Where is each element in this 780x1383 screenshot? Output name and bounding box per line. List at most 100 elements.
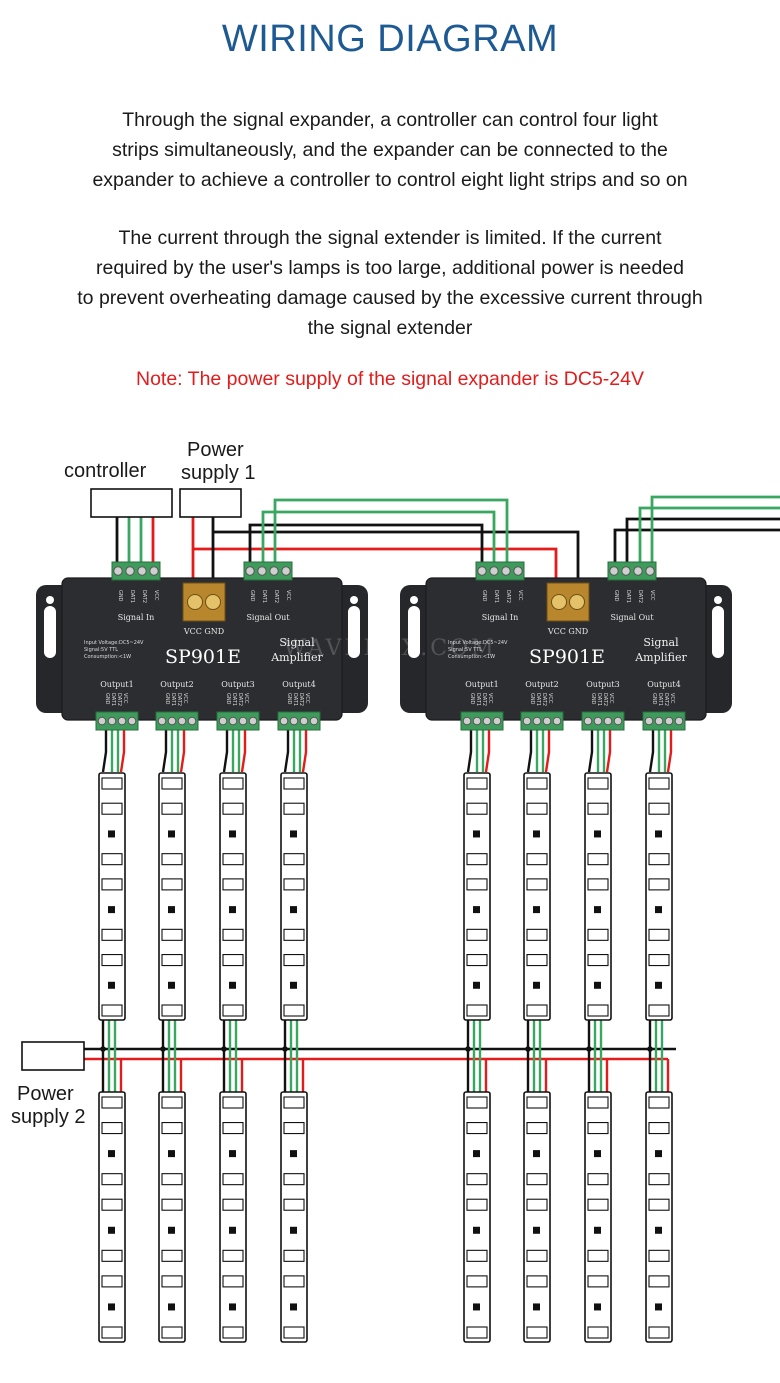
strip-led (587, 1004, 609, 1017)
output-gnd-lead (648, 728, 655, 773)
terminal-screw (645, 566, 655, 576)
strip-led (587, 878, 609, 891)
strip-chip (290, 981, 297, 989)
strip-chip (473, 1303, 480, 1311)
terminal-block (243, 561, 293, 581)
strip-chip (290, 906, 297, 914)
strip-led (526, 1275, 548, 1288)
strip-led (466, 802, 488, 815)
terminal-block (216, 711, 260, 731)
strip-chip (290, 830, 297, 838)
terminal-block (607, 561, 657, 581)
strip-led (587, 1173, 609, 1186)
signal-out-terminal (243, 561, 293, 581)
strip-led (161, 1198, 183, 1211)
current-paragraph: The current through the signal extender … (20, 223, 760, 343)
link-data-wire (273, 498, 509, 565)
terminal-screw (542, 716, 552, 726)
pin-label: DAT1 (170, 693, 176, 706)
strip-chip (473, 830, 480, 838)
power-supply-2-label: Power (17, 1083, 74, 1105)
strip-chip (533, 830, 540, 838)
terminal-screw (279, 716, 289, 726)
terminal-screw (583, 716, 593, 726)
pin-label: DAT2 (541, 693, 547, 706)
strip-led (283, 954, 305, 967)
strip-chip (290, 1226, 297, 1234)
strip-led (161, 878, 183, 891)
strip-chip (229, 1303, 236, 1311)
terminal-screw (593, 716, 603, 726)
device-body (61, 577, 343, 721)
output-gnd-lead (161, 728, 168, 773)
pin-label: GND (225, 693, 231, 705)
pin-label: VCC (487, 693, 493, 704)
strip-led (222, 1249, 244, 1262)
strip-led (587, 1326, 609, 1339)
output-label: Output1 (100, 680, 134, 689)
strip-led (526, 1122, 548, 1135)
terminal-screw (501, 566, 511, 576)
strip-chip (533, 1150, 540, 1158)
intro-line: strips simultaneously, and the expander … (112, 139, 668, 161)
pin-label: DAT1 (261, 590, 267, 603)
terminal-block (520, 711, 564, 731)
model-label: SP901E (165, 646, 241, 668)
strip-led (648, 802, 670, 815)
strip-led (466, 1096, 488, 1109)
strip-led (526, 1096, 548, 1109)
output-vcc-lead (666, 728, 673, 773)
output-terminal (95, 711, 139, 731)
terminal-screw (107, 716, 117, 726)
strip-led (526, 853, 548, 866)
terminal-screw (238, 716, 248, 726)
strip-led (526, 777, 548, 790)
output-label: Output4 (282, 680, 316, 689)
strip-led (222, 1096, 244, 1109)
terminal-screw (513, 566, 523, 576)
intro-line: expander to achieve a controller to cont… (92, 169, 688, 191)
terminal-screw (522, 716, 532, 726)
strip-chip (533, 906, 540, 914)
strip-led (222, 777, 244, 790)
terminal-screw (462, 716, 472, 726)
led-strip (98, 772, 126, 1343)
controller-box (90, 488, 173, 518)
mount-slot (408, 606, 420, 658)
terminal-screw (309, 716, 319, 726)
strip-led (222, 928, 244, 941)
pin-label: GND (286, 693, 292, 705)
strip-led (222, 802, 244, 815)
strip-chip (168, 906, 175, 914)
vcc-gnd-label: VCC GND (183, 627, 224, 636)
strip-led (101, 1249, 123, 1262)
output-terminal (155, 711, 199, 731)
strip-chip (473, 981, 480, 989)
terminal-screw (97, 716, 107, 726)
strip-led (101, 1326, 123, 1339)
pin-label: DAT2 (176, 693, 182, 706)
strip-chip (168, 830, 175, 838)
bus-junction (465, 1046, 471, 1052)
pin-label: DAT2 (116, 693, 122, 706)
strip-chip (473, 1150, 480, 1158)
strip-led (648, 1173, 670, 1186)
terminal-screw (177, 716, 187, 726)
output-gnd-lead (101, 728, 108, 773)
strip-led (648, 1096, 670, 1109)
strip-led (466, 1122, 488, 1135)
pin-label: DAT1 (475, 693, 481, 706)
output-vcc-lead (119, 728, 126, 773)
terminal-block (475, 561, 525, 581)
signal-out-label: Signal Out (610, 613, 654, 622)
model-label: SP901E (529, 646, 605, 668)
device-name-line: Signal (643, 636, 679, 649)
terminal-screw (117, 716, 127, 726)
strip-chip (229, 981, 236, 989)
led-strip (523, 772, 551, 1343)
terminal-screw (532, 716, 542, 726)
terminal-block (460, 711, 504, 731)
spec-line: Input Voltage:DC5~24V (448, 640, 508, 646)
strip-led (648, 1326, 670, 1339)
strip-led (161, 1275, 183, 1288)
